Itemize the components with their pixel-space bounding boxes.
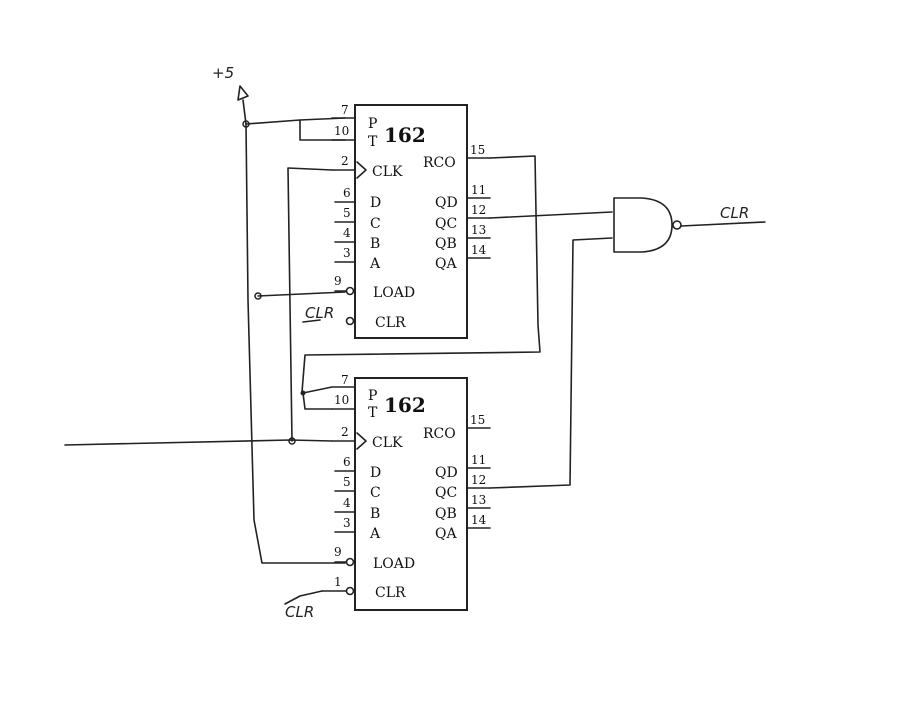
- chip1-pin-b-number: 4: [343, 226, 351, 240]
- chip1-c-label: C: [370, 216, 381, 232]
- nand-output-wire: [680, 221, 766, 227]
- chip1-pin-t-number: 10: [334, 124, 349, 138]
- cascade-to-p2: [302, 386, 333, 394]
- chip2-clr-handwritten: CLR: [285, 603, 314, 621]
- chip2-rco-label: RCO: [423, 426, 456, 442]
- chip1-qa-label: QA: [435, 256, 457, 272]
- chip2-pin-clk-number: 2: [341, 425, 349, 439]
- chip1-t-label: T: [368, 134, 378, 150]
- chip1-load-bubble-icon: [345, 286, 355, 296]
- qc1-to-nand-wire: [489, 211, 613, 219]
- chip2-clr-wire: [284, 590, 323, 605]
- chip1-clk-label: CLK: [372, 164, 403, 180]
- nand-bubble-icon: [672, 220, 682, 230]
- chip2-pin-b-number: 4: [343, 496, 351, 510]
- chip1-clr-wire: [302, 319, 321, 323]
- chip1-clr-handwritten: CLR: [305, 304, 334, 322]
- nand-gate-icon: [613, 197, 673, 253]
- chip2-pin-p-number: 7: [341, 373, 349, 387]
- clock-wire-to-chip1: [287, 167, 333, 442]
- chip1-pin-a-number: 3: [343, 246, 351, 260]
- chip1-qd-label: QD: [435, 195, 458, 211]
- chip1-d-label: D: [370, 195, 381, 211]
- chip2-qb-label: QB: [435, 506, 457, 522]
- chip2-d-label: D: [370, 465, 381, 481]
- chip1-pin-clk-number: 2: [341, 154, 349, 168]
- chip1-pin-d-number: 6: [343, 186, 351, 200]
- chip1-load-label: LOAD: [373, 285, 415, 301]
- chip1-pin-qb-number: 13: [471, 223, 486, 237]
- chip2-qa-label: QA: [435, 526, 457, 542]
- chip1-pin-load-number: 9: [334, 274, 342, 288]
- chip2-pin-rco-number: 15: [470, 413, 485, 427]
- chip1-qc-label: QC: [435, 216, 457, 232]
- chip2-pin-c-number: 5: [343, 475, 351, 489]
- chip2-pin-a-number: 3: [343, 516, 351, 530]
- chip2-c-label: C: [370, 485, 381, 501]
- chip2-qc-label: QC: [435, 485, 457, 501]
- chip2-pin-qc-number: 12: [471, 473, 486, 487]
- chip2-t-label: T: [368, 405, 378, 421]
- chip1-rco-label: RCO: [423, 155, 456, 171]
- chip2-body: [354, 377, 468, 611]
- wire-supply-to-load: [245, 123, 346, 564]
- chip2-pin-clr-number: 1: [334, 575, 342, 589]
- supply-wire: [242, 99, 247, 125]
- chip2-clock-icon: [356, 432, 367, 450]
- chip2-load-bubble-icon: [345, 557, 355, 567]
- wire-supply-to-pt1: [245, 119, 346, 141]
- chip1-pin-qa-number: 14: [471, 243, 487, 257]
- chip1-pin-rco-number: 15: [470, 143, 485, 157]
- chip2-pin-t-number: 10: [334, 393, 349, 407]
- chip1-a-label: A: [369, 256, 381, 272]
- counter-chip-1: P T 162 CLK RCO D C B A QD QC QB QA LOAD…: [331, 103, 491, 339]
- chip2-pin-qb-number: 13: [471, 493, 486, 507]
- supply-arrow-icon: [237, 85, 249, 101]
- chip2-b-label: B: [370, 506, 380, 522]
- supply-label: +5: [212, 64, 234, 82]
- chip2-p-label: P: [368, 388, 377, 404]
- chip2-clr-label: CLR: [375, 585, 406, 601]
- chip2-a-label: A: [369, 526, 381, 542]
- chip1-p-label: P: [368, 116, 377, 132]
- clock-input-wire: [64, 439, 333, 446]
- chip2-load-label: LOAD: [373, 556, 415, 572]
- chip2-part: 162: [384, 393, 426, 417]
- rco-cascade-wire: [301, 155, 541, 393]
- chip2-pin-load-number: 9: [334, 545, 342, 559]
- wire-supply-to-load1: [257, 291, 346, 297]
- chip2-pin-d-number: 6: [343, 455, 351, 469]
- chip1-pin-c-number: 5: [343, 206, 351, 220]
- chip1-pin-qc-number: 12: [471, 203, 486, 217]
- chip2-clr-bubble-icon: [345, 586, 355, 596]
- chip1-clr-label: CLR: [375, 315, 406, 331]
- chip2-pin-qd-number: 11: [471, 453, 486, 467]
- chip1-clock-icon: [356, 161, 367, 179]
- chip1-pin-qd-number: 11: [471, 183, 486, 197]
- chip1-pin-p-number: 7: [341, 103, 349, 117]
- chip1-qb-label: QB: [435, 236, 457, 252]
- chip2-pin-qa-number: 14: [471, 513, 487, 527]
- chip2-qd-label: QD: [435, 465, 458, 481]
- counter-chip-2: P T 162 CLK RCO D C B A QD QC QB QA LOAD…: [321, 373, 491, 611]
- chip1-part: 162: [384, 123, 426, 147]
- chip2-clk-label: CLK: [372, 435, 403, 451]
- nand-output-label: CLR: [720, 204, 749, 222]
- load-junction: [254, 292, 262, 300]
- chip1-b-label: B: [370, 236, 380, 252]
- qc2-to-nand-wire: [489, 237, 613, 489]
- chip1-clr-bubble-icon: [345, 316, 355, 326]
- cascade-to-t2: [302, 392, 333, 410]
